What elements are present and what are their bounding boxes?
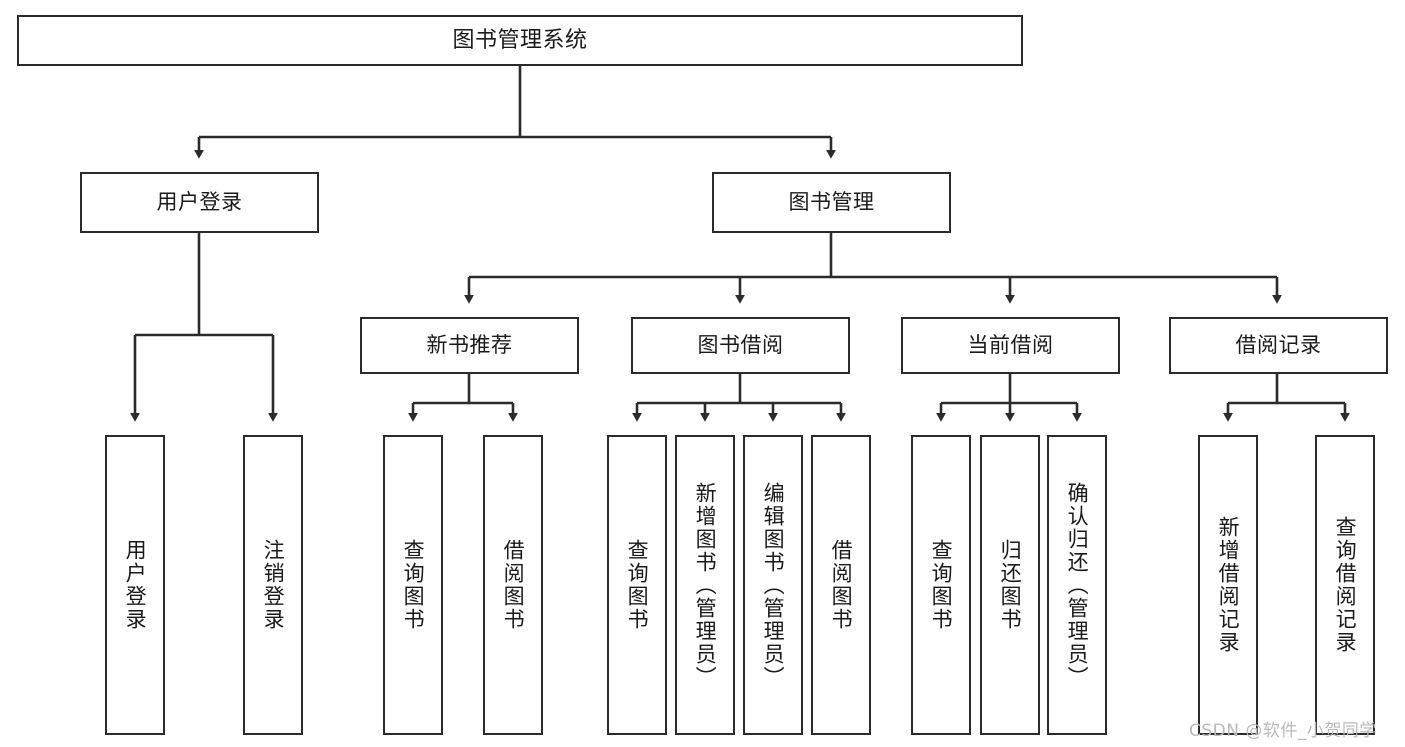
node-book-manage[interactable]: 图书管理 bbox=[712, 172, 951, 233]
node-leaf-label: 新增借阅记录 bbox=[1216, 516, 1241, 654]
node-book-manage-label: 图书管理 bbox=[788, 190, 875, 215]
node-leaf-label: 用户登录 bbox=[123, 539, 148, 631]
node-leaf-user-login-2[interactable]: 注销登录 bbox=[243, 435, 303, 735]
node-leaf-current-borrow-1[interactable]: 查询图书 bbox=[911, 435, 971, 735]
node-leaf-book-borrow-3[interactable]: 编辑图书（管理员） bbox=[743, 435, 803, 735]
watermark-text: CSDN @软件_小贺同学 bbox=[1189, 721, 1377, 741]
node-leaf-book-borrow-4[interactable]: 借阅图书 bbox=[811, 435, 871, 735]
node-current-borrow-label: 当前借阅 bbox=[967, 333, 1054, 358]
node-leaf-current-borrow-2[interactable]: 归还图书 bbox=[980, 435, 1040, 735]
node-leaf-label: 借阅图书 bbox=[501, 539, 526, 631]
node-borrow-record-label: 借阅记录 bbox=[1235, 333, 1322, 358]
node-leaf-borrow-record-1[interactable]: 新增借阅记录 bbox=[1198, 435, 1258, 735]
node-book-borrow-label: 图书借阅 bbox=[697, 333, 784, 358]
node-new-book-recommend-label: 新书推荐 bbox=[426, 333, 513, 358]
node-leaf-label: 借阅图书 bbox=[829, 539, 854, 631]
node-leaf-book-borrow-2[interactable]: 新增图书（管理员） bbox=[675, 435, 735, 735]
node-root-label: 图书管理系统 bbox=[452, 27, 588, 53]
node-leaf-label: 确认归还（管理员） bbox=[1065, 481, 1090, 689]
node-leaf-new-book-1[interactable]: 查询图书 bbox=[383, 435, 443, 735]
node-leaf-label: 查询图书 bbox=[929, 539, 954, 631]
node-book-borrow[interactable]: 图书借阅 bbox=[631, 317, 850, 374]
node-new-book-recommend[interactable]: 新书推荐 bbox=[360, 317, 579, 374]
node-leaf-user-login-1[interactable]: 用户登录 bbox=[105, 435, 165, 735]
node-leaf-borrow-record-2[interactable]: 查询借阅记录 bbox=[1315, 435, 1375, 735]
node-leaf-label: 新增图书（管理员） bbox=[693, 481, 718, 689]
node-current-borrow[interactable]: 当前借阅 bbox=[901, 317, 1120, 374]
node-leaf-label: 注销登录 bbox=[261, 539, 286, 631]
node-root[interactable]: 图书管理系统 bbox=[17, 15, 1023, 66]
node-leaf-current-borrow-3[interactable]: 确认归还（管理员） bbox=[1047, 435, 1107, 735]
node-leaf-label: 编辑图书（管理员） bbox=[761, 481, 786, 689]
node-leaf-new-book-2[interactable]: 借阅图书 bbox=[483, 435, 543, 735]
node-leaf-label: 查询图书 bbox=[401, 539, 426, 631]
node-leaf-label: 查询图书 bbox=[625, 539, 650, 631]
node-leaf-label: 归还图书 bbox=[998, 539, 1023, 631]
node-user-login[interactable]: 用户登录 bbox=[80, 172, 319, 233]
node-leaf-label: 查询借阅记录 bbox=[1333, 516, 1358, 654]
node-borrow-record[interactable]: 借阅记录 bbox=[1169, 317, 1388, 374]
node-leaf-book-borrow-1[interactable]: 查询图书 bbox=[607, 435, 667, 735]
node-user-login-label: 用户登录 bbox=[156, 190, 243, 215]
